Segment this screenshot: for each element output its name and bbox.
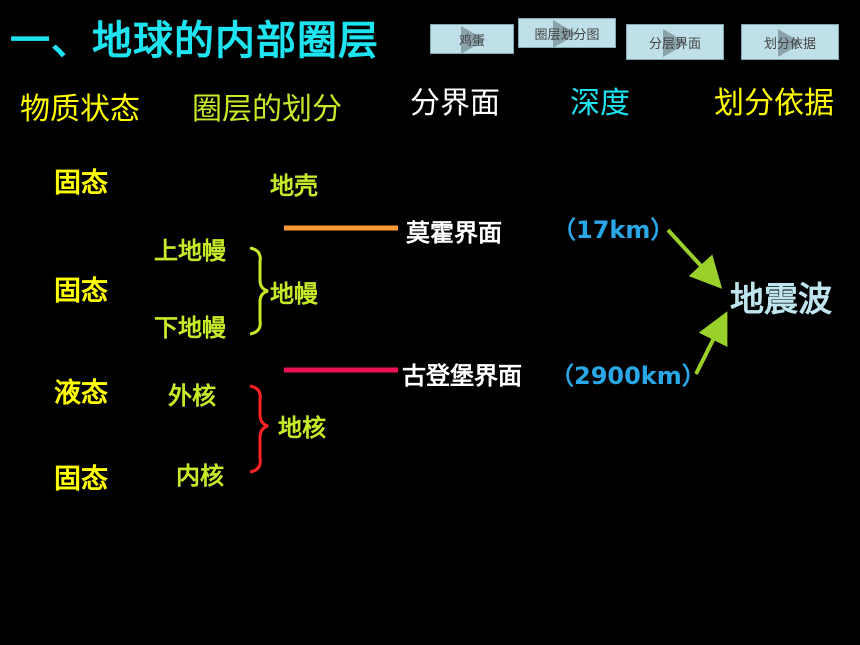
nav-button-label: 分层界面 bbox=[648, 36, 701, 52]
nav-button-label: 划分依据 bbox=[763, 36, 816, 52]
mantle-brace bbox=[249, 246, 269, 336]
layer-mantle: 地幔 bbox=[270, 280, 318, 308]
state-inner-core: 固态 bbox=[54, 464, 108, 495]
state-mantle: 固态 bbox=[54, 276, 108, 307]
arrow-gutenberg-to-seismic bbox=[694, 311, 728, 375]
depth-moho: （17km） bbox=[552, 216, 675, 244]
play-arrow-icon bbox=[663, 29, 687, 57]
depth-gutenberg: （2900km） bbox=[550, 362, 706, 390]
boundary-moho: 莫霍界面 bbox=[406, 219, 502, 247]
arrow-moho-to-seismic bbox=[666, 228, 723, 289]
header-boundary: 分界面 bbox=[410, 86, 500, 121]
layer-lower-mantle: 下地幔 bbox=[154, 314, 226, 342]
state-crust: 固态 bbox=[54, 168, 108, 199]
page-title: 一、地球的内部圈层 bbox=[10, 18, 379, 64]
nav-button-label: 鸡蛋 bbox=[458, 33, 485, 49]
nav-button-egg[interactable]: 鸡蛋 bbox=[430, 24, 514, 54]
layer-upper-mantle: 上地幔 bbox=[154, 237, 226, 265]
header-layer-division: 圈层的划分 bbox=[192, 92, 342, 127]
play-arrow-icon bbox=[778, 29, 802, 57]
nav-button-boundaries[interactable]: 分层界面 bbox=[626, 24, 724, 60]
layer-inner-core: 内核 bbox=[176, 462, 224, 490]
play-arrow-icon bbox=[553, 20, 577, 47]
state-outer-core: 液态 bbox=[54, 378, 108, 409]
nav-button-layer-diagram[interactable]: 圈层划分图 bbox=[518, 18, 616, 48]
layer-crust: 地壳 bbox=[270, 172, 318, 200]
layer-outer-core: 外核 bbox=[168, 382, 216, 410]
play-arrow-icon bbox=[461, 26, 485, 53]
header-basis: 划分依据 bbox=[714, 86, 834, 121]
boundary-gutenberg: 古登堡界面 bbox=[402, 362, 522, 390]
basis-seismic-waves: 地震波 bbox=[730, 280, 832, 320]
header-depth: 深度 bbox=[570, 86, 630, 121]
core-brace bbox=[249, 384, 269, 474]
header-matter-state: 物质状态 bbox=[20, 92, 140, 127]
nav-button-basis[interactable]: 划分依据 bbox=[741, 24, 839, 60]
nav-button-label: 圈层划分图 bbox=[534, 27, 600, 43]
layer-core: 地核 bbox=[278, 414, 326, 442]
